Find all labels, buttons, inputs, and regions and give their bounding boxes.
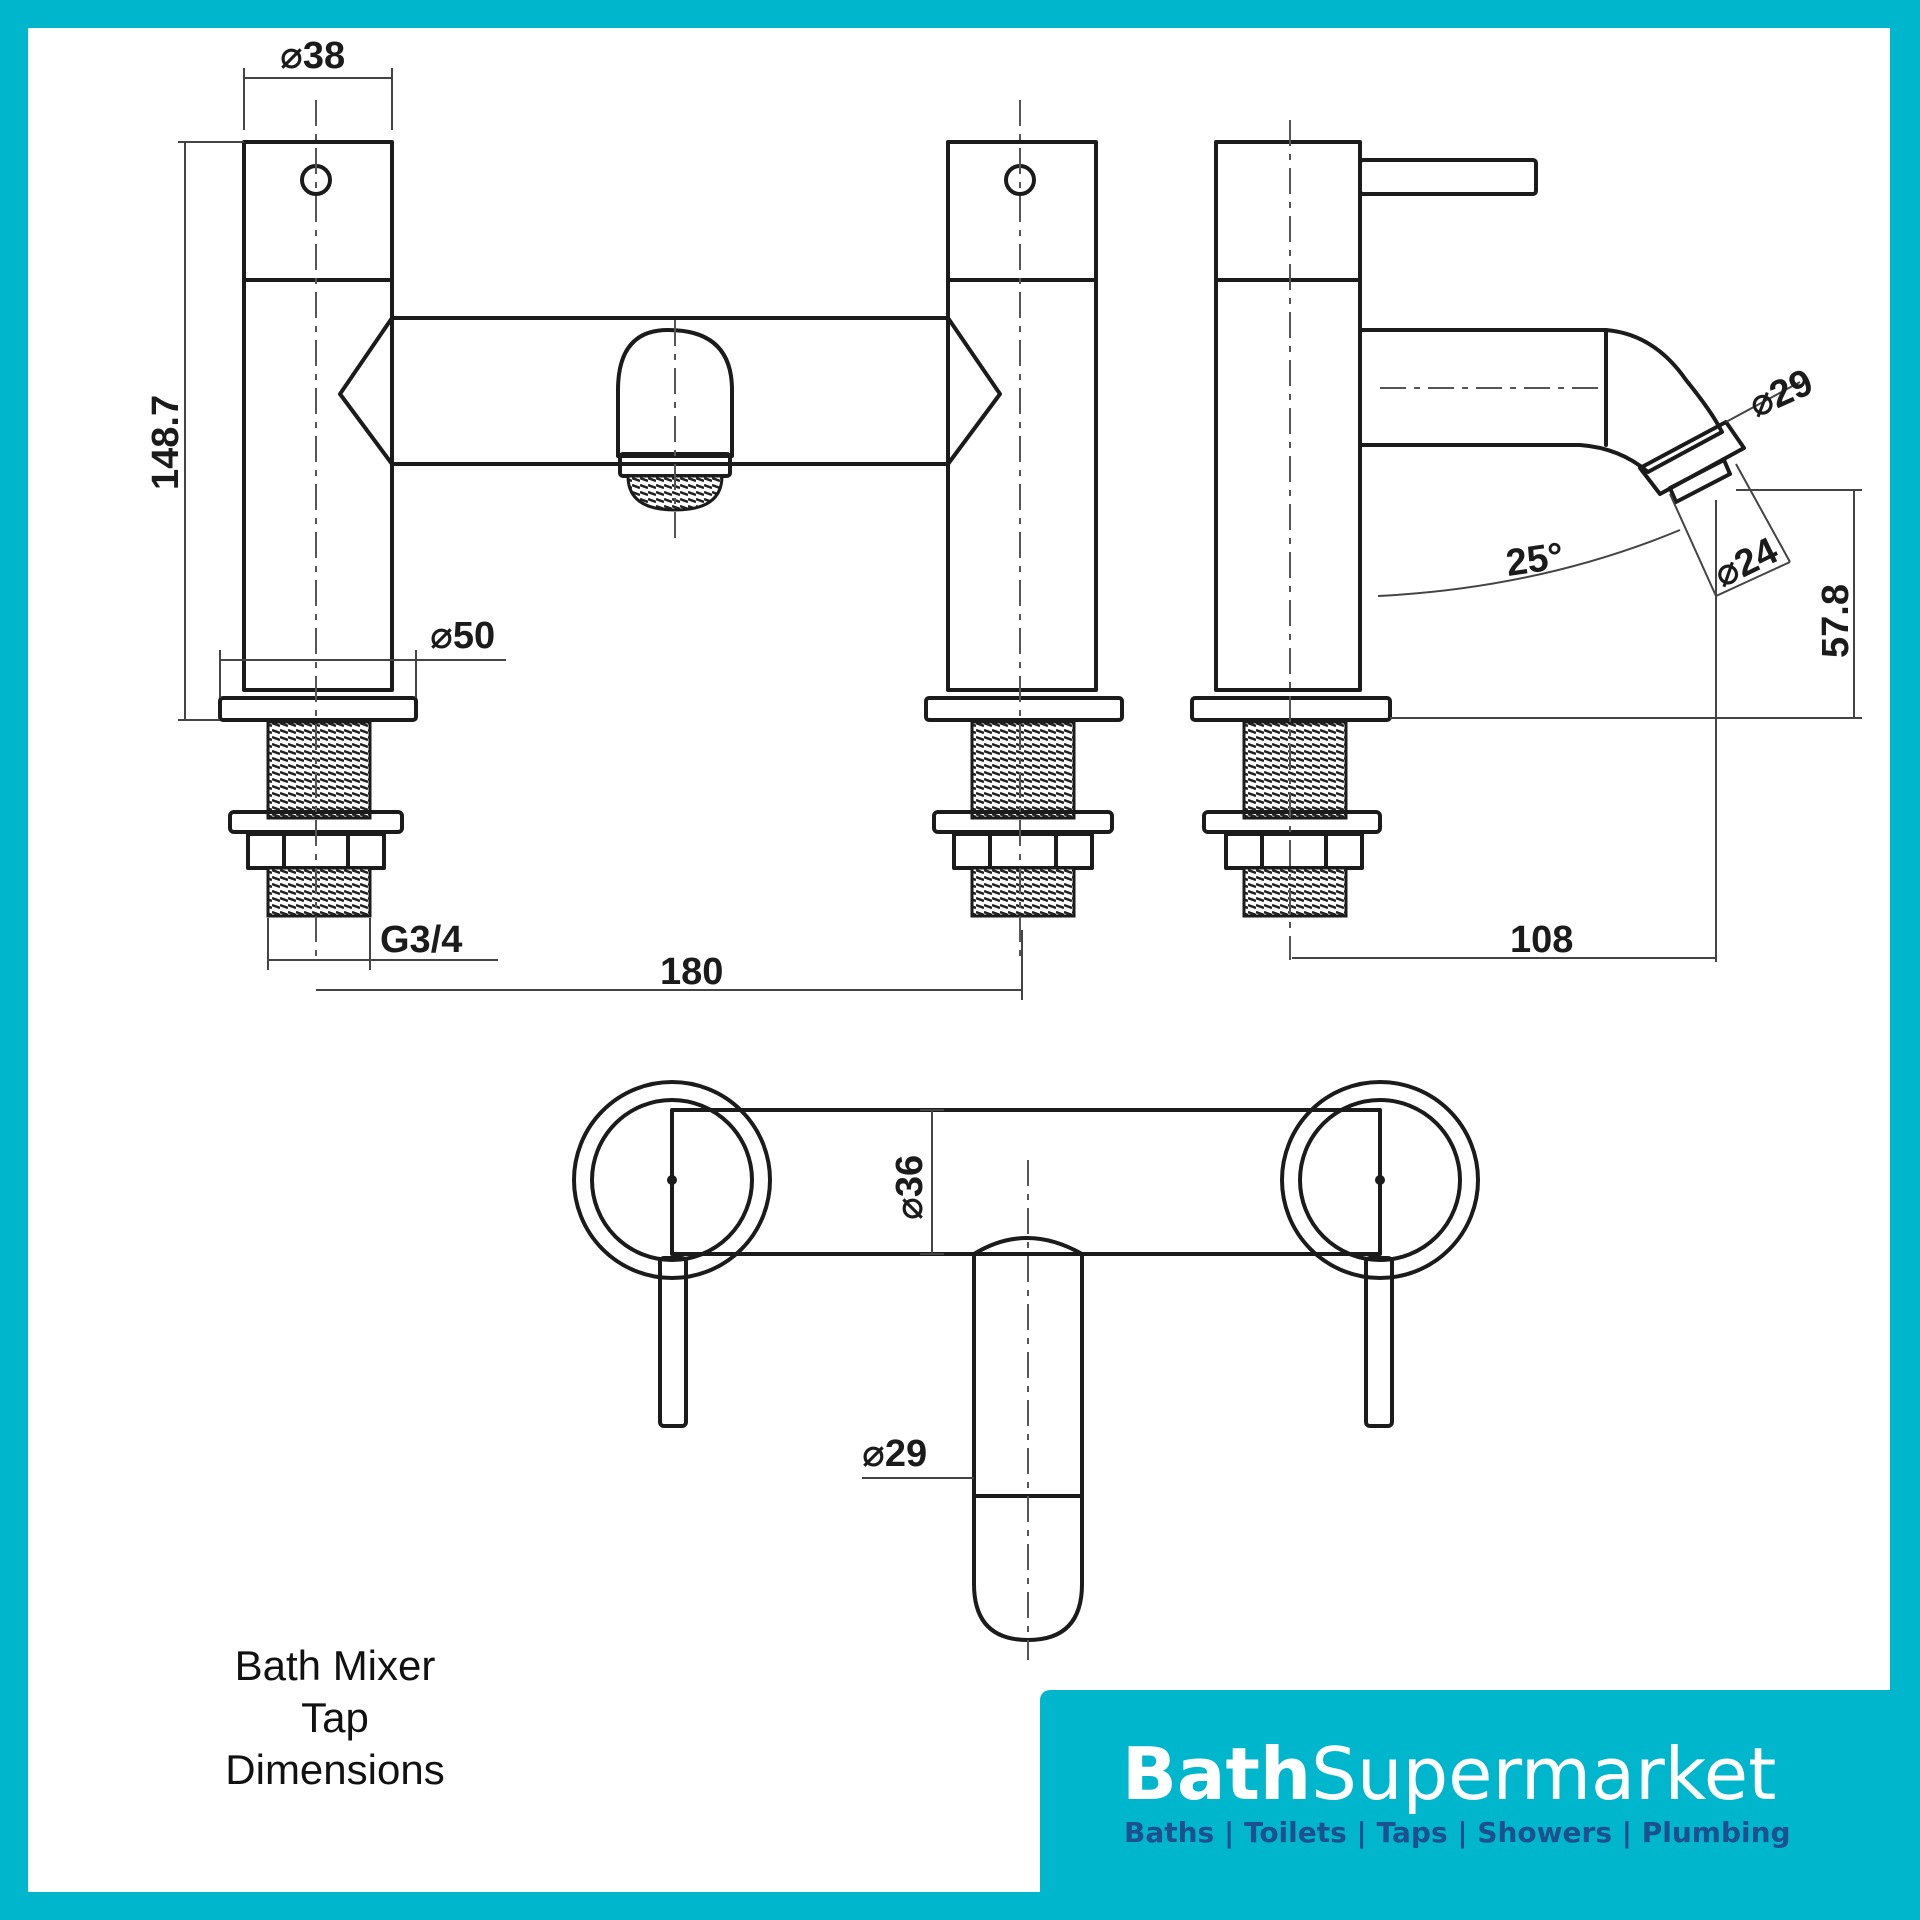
brand-name-light: Supermarket [1311, 1732, 1777, 1816]
dim-spout-outlet: ⌀29 [1743, 361, 1820, 426]
dim-bridge-dia: ⌀36 [889, 1155, 931, 1220]
dim-centres: 180 [660, 951, 723, 993]
brand-name-bold: Bath [1122, 1732, 1312, 1816]
left-pillar-body [242, 278, 394, 692]
right-thread-upper [970, 720, 1076, 820]
plan-right-dot [1375, 1175, 1385, 1185]
plan-dimensions: ⌀36 ⌀29 [862, 1109, 974, 1479]
dim-handle-dia: ⌀38 [280, 35, 345, 77]
side-handle-cap [1214, 140, 1362, 282]
plan-right-base [1280, 1080, 1480, 1280]
dim-base-dia: ⌀50 [430, 615, 495, 657]
side-aerator-tip [1668, 458, 1732, 504]
bridge-body [338, 316, 1002, 466]
dim-spout-angle: 25° [1503, 535, 1566, 585]
plan-bridge [670, 1108, 1382, 1256]
right-nut [952, 832, 1094, 870]
front-spout [616, 328, 734, 458]
side-elevation [1190, 120, 1746, 960]
right-pillar-body [946, 278, 1098, 692]
front-elevation [218, 100, 1124, 960]
right-handle-cap [946, 140, 1098, 282]
front-dimensions: ⌀38 148.7 ⌀50 G3/4 180 [145, 35, 1023, 1000]
dim-thread: G3/4 [380, 919, 462, 961]
plan-left-base [572, 1080, 772, 1280]
side-pillar-body [1214, 278, 1362, 692]
dim-aerator-dia: ⌀24 [1708, 530, 1785, 596]
right-base-flange [924, 696, 1124, 722]
dim-spout-height: 57.8 [1815, 584, 1857, 658]
caption-line-2: Tap [301, 1694, 369, 1741]
left-thread-upper [266, 720, 372, 820]
dim-plan-spout-dia: ⌀29 [862, 1433, 927, 1475]
plan-left-lever [658, 1256, 688, 1428]
right-thread-lower [970, 866, 1076, 918]
caption-line-1: Bath Mixer [234, 1642, 436, 1689]
side-thread-lower [1242, 866, 1348, 918]
side-spout [1358, 328, 1724, 474]
left-thread-lower [266, 866, 372, 918]
plan-right-lever [1364, 1256, 1394, 1428]
dim-body-height: 148.7 [145, 395, 187, 490]
dim-spout-reach: 108 [1510, 919, 1573, 961]
plan-left-dot [667, 1175, 677, 1185]
caption-line-3: Dimensions [225, 1746, 445, 1793]
plan-view [572, 1080, 1480, 1660]
left-base-flange [218, 696, 418, 722]
left-handle-cap [242, 140, 394, 282]
front-aerator-mesh [626, 474, 724, 512]
drawing-caption: Bath Mixer Tap Dimensions [170, 1640, 500, 1796]
side-nut [1224, 832, 1364, 870]
side-dimensions: ⌀29 25° ⌀24 57.8 108 [1292, 361, 1862, 962]
side-lever [1358, 158, 1538, 196]
brand-logo: BathSupermarket [1122, 1734, 1776, 1814]
brand-panel: BathSupermarket Baths | Toilets | Taps |… [1040, 1690, 1892, 1892]
side-thread-upper [1242, 720, 1348, 820]
plan-spout [972, 1236, 1084, 1642]
brand-tagline: Baths | Toilets | Taps | Showers | Plumb… [1124, 1816, 1791, 1849]
side-aerator [1638, 420, 1746, 496]
